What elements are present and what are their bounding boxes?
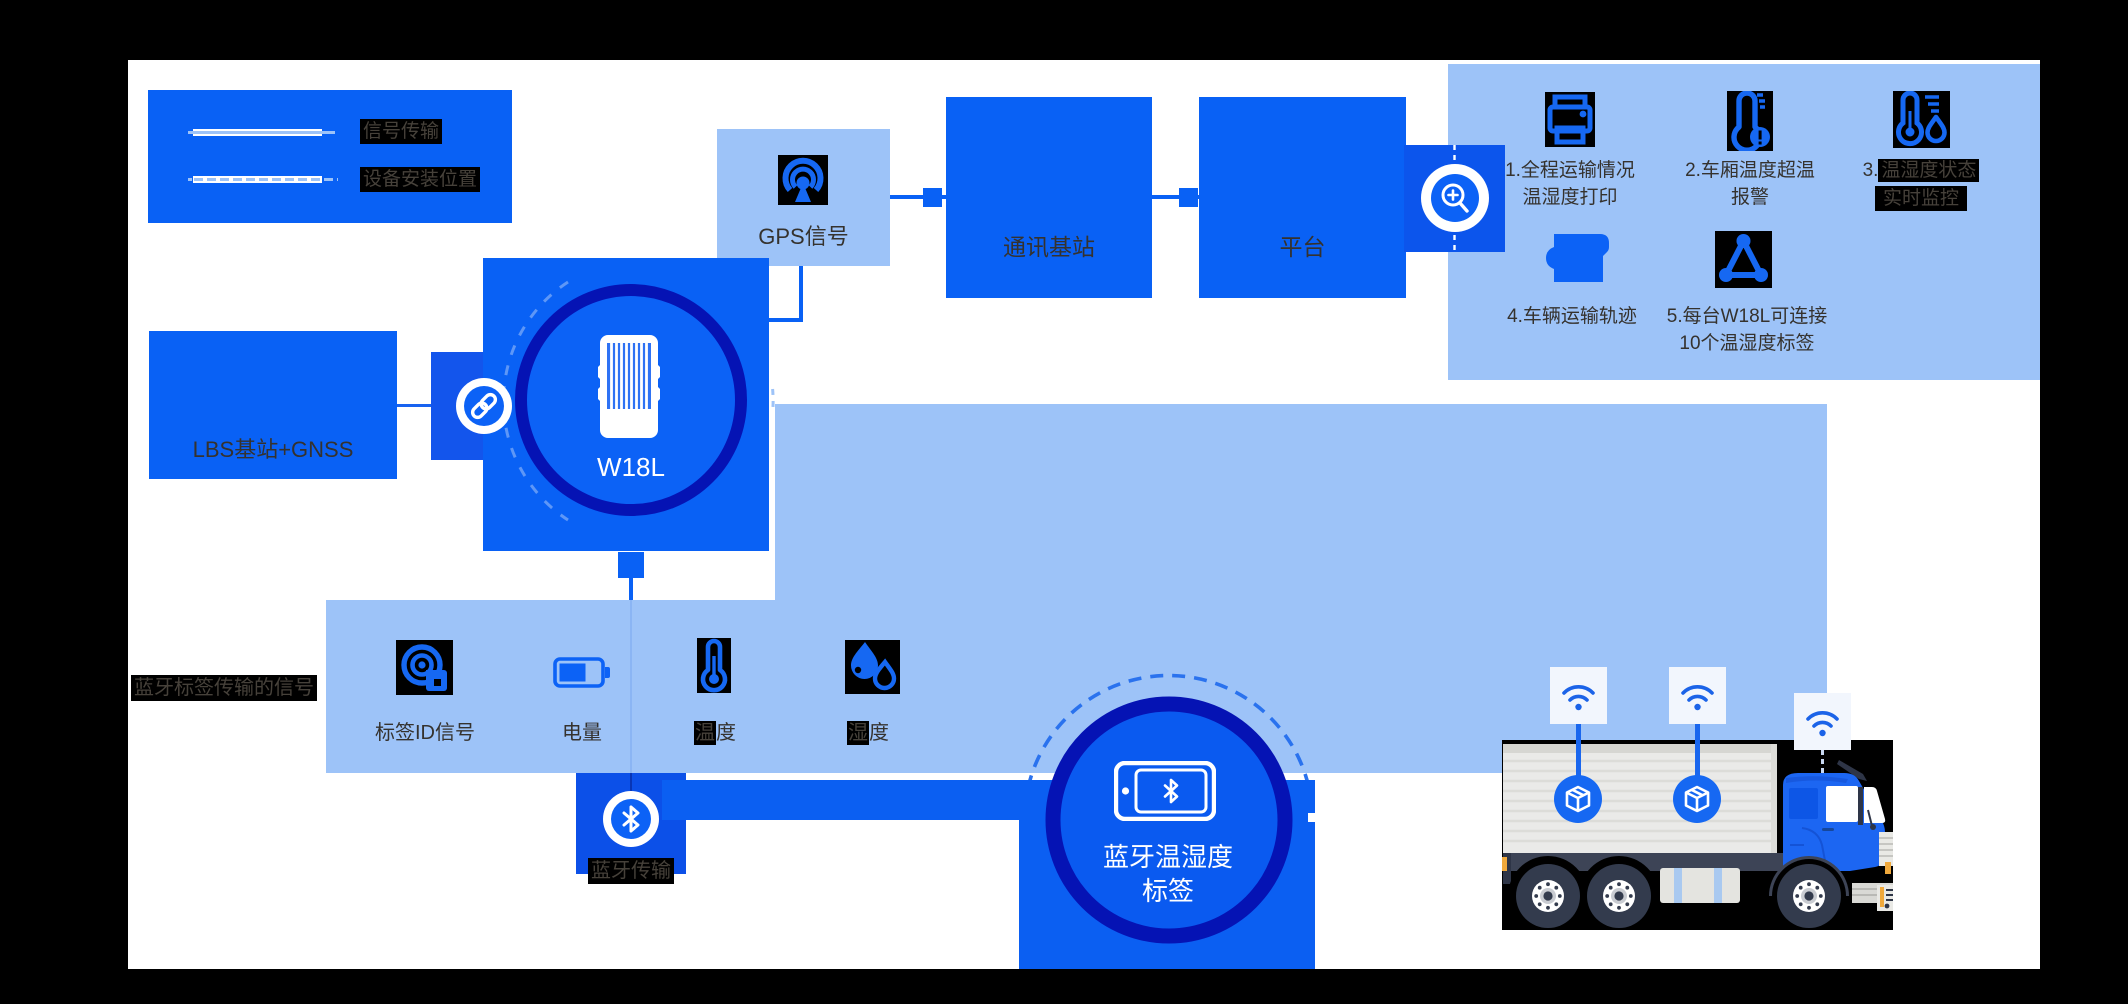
connector-lbs-link <box>397 404 431 407</box>
connector-w18l-panel <box>629 578 633 600</box>
lbs-label: LBS基站+GNSS <box>192 437 354 462</box>
broadcast-icon <box>778 155 828 205</box>
humidity-icon <box>845 640 900 694</box>
bt-tag-label: 蓝牙温湿度 标签 <box>1102 842 1233 906</box>
thermo-humidity-icon <box>1893 91 1950 148</box>
signal-label-1: 标签ID信号 <box>375 722 475 744</box>
platform-box[interactable] <box>1199 97 1406 298</box>
signal-label-2: 电量 <box>562 722 602 744</box>
w18l-label: W18L <box>597 452 665 482</box>
signal-label-3: 温度 <box>694 721 736 745</box>
legend-dashed-line <box>188 176 338 183</box>
wifi-line-3 <box>1821 750 1824 776</box>
bt-band <box>662 780 1019 820</box>
printer-icon <box>1545 92 1595 147</box>
truck <box>1502 740 1893 930</box>
platform-label: 平台 <box>1279 234 1326 260</box>
legend-label-signal: 信号传输 <box>360 119 443 144</box>
feature-item-4: 4.车辆运输轨迹 <box>1507 306 1637 327</box>
tracker-device-icon <box>596 335 662 438</box>
base-station-label: 通讯基站 <box>1003 234 1095 260</box>
bt-transfer-label: 蓝牙传输 <box>551 858 711 884</box>
legend-item-signal: 信号传输 <box>360 119 443 144</box>
bt-signal-title: 蓝牙标签传输的信号 <box>131 675 317 701</box>
chain-link-icon <box>464 386 504 426</box>
connector-node-3 <box>618 552 644 578</box>
bluetooth-icon <box>611 799 651 839</box>
wifi-line-2 <box>1695 724 1700 780</box>
connector-gps-w18l-h <box>769 318 803 322</box>
wifi-tag-2 <box>1669 667 1726 724</box>
battery-icon <box>553 657 611 688</box>
package-sensor-1 <box>1554 775 1602 823</box>
base-station-box[interactable] <box>946 97 1152 298</box>
wifi-tag-3 <box>1794 693 1851 750</box>
feature-item-1: 1.全程运输情况 温湿度打印 <box>1505 160 1635 208</box>
magnifier-plus-icon <box>1431 174 1479 222</box>
feature-item-3: 3.温湿度状态 实时监控 <box>1826 157 2016 212</box>
legend-box <box>148 90 512 223</box>
signal-label-4: 湿度 <box>847 721 889 745</box>
feature-item-2: 2.车厢温度超温 报警 <box>1685 160 1815 208</box>
connector-node-2 <box>1179 188 1198 207</box>
connector-w18l-bt-faint <box>630 600 632 773</box>
wifi-line-1 <box>1576 724 1581 780</box>
connector-gps-base <box>890 195 946 199</box>
legend-solid-line <box>188 129 335 136</box>
legend-item-install: 设备安装位置 <box>360 167 481 192</box>
gps-label: GPS信号 <box>758 224 849 249</box>
w18l-dashed-halo <box>502 280 775 522</box>
connector-base-platform <box>1152 195 1199 199</box>
connector-bt-truck <box>1308 813 1502 822</box>
connector-line-into-bt <box>630 773 632 793</box>
connector-node-1 <box>923 188 942 207</box>
legend-label-install: 设备安装位置 <box>360 167 481 192</box>
package-sensor-2 <box>1673 775 1721 823</box>
connector-gps-w18l-v <box>799 266 803 322</box>
thermometer-alert-icon <box>1727 91 1773 151</box>
route-triangle-icon <box>1715 231 1772 288</box>
phone-bluetooth-icon <box>1114 761 1216 821</box>
wifi-tag-1 <box>1550 667 1607 724</box>
feature-item-5: 5.每台W18L可连接 10个温湿度标签 <box>1666 306 1828 354</box>
lbs-box[interactable] <box>149 331 397 479</box>
thermometer-icon <box>697 638 731 693</box>
vehicle-track-icon <box>1538 232 1610 284</box>
vehicle-zone-panel <box>775 404 1827 773</box>
tag-id-icon <box>396 640 453 695</box>
